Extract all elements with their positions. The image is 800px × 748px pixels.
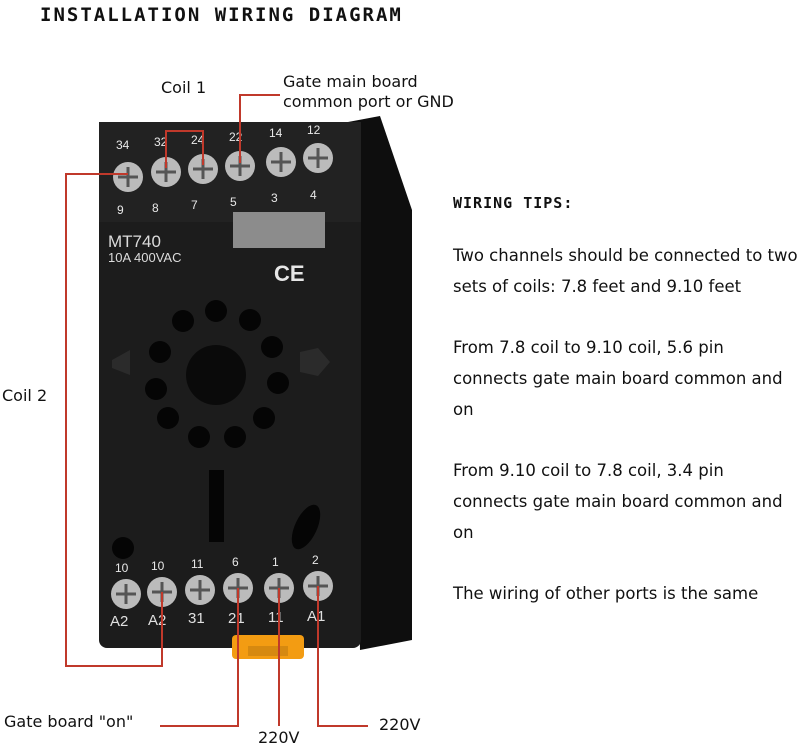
pin-9: 9: [117, 203, 124, 217]
gate-common-wire: [239, 94, 280, 163]
coil2-wire: [65, 173, 163, 667]
gate-common-label: Gate main board common port or GND: [283, 72, 454, 112]
terminal-a2b: A2: [148, 612, 166, 629]
gate-on-wire: [160, 588, 239, 727]
terminal-21: 21: [228, 610, 245, 627]
tip-paragraph: From 9.10 coil to 7.8 coil, 3.4 pin conn…: [453, 461, 783, 542]
pin-7: 7: [191, 198, 198, 212]
pin-5: 5: [230, 195, 237, 209]
terminal-11: 11: [268, 609, 284, 626]
220v-right-label: 220V: [379, 715, 421, 734]
gate-common-label-line2: common port or GND: [283, 92, 454, 111]
gate-on-label: Gate board "on": [4, 712, 134, 731]
terminal-31: 31: [188, 610, 205, 627]
wiring-tips-heading: WIRING TIPS:: [453, 194, 574, 212]
tip-paragraph: Two channels should be connected to two …: [453, 246, 798, 296]
pin-2: 2: [312, 553, 319, 567]
coil2-label: Coil 2: [2, 386, 48, 405]
coil1-wire: [165, 130, 204, 168]
pin-3: 3: [271, 191, 278, 205]
pin-10b: 10: [151, 559, 165, 573]
label-plate: [233, 212, 325, 248]
220v-left-label: 220V: [258, 728, 300, 747]
220v-right-wire: [317, 586, 368, 727]
terminal-a1: A1: [307, 608, 325, 625]
pin-1: 1: [272, 555, 279, 569]
bottom-pin-labels: 10 10 11 6 1 2: [115, 553, 319, 575]
terminal-34: 34: [116, 138, 130, 152]
wiring-lines: [65, 94, 368, 727]
top-pin-labels: 9 8 7 5 3 4: [117, 188, 317, 217]
page-title: INSTALLATION WIRING DIAGRAM: [40, 4, 403, 26]
rating-label: 10A 400VAC: [108, 250, 181, 265]
gate-common-label-line1: Gate main board: [283, 72, 418, 91]
model-label: MT740: [108, 232, 161, 251]
pin-8: 8: [152, 201, 159, 215]
terminal-32: 32: [154, 135, 168, 149]
relay-socket-body: [99, 116, 412, 659]
tip-paragraph: From 7.8 coil to 9.10 coil, 5.6 pin conn…: [453, 338, 783, 419]
terminal-12: 12: [307, 123, 321, 137]
terminal-24: 24: [191, 133, 205, 147]
terminal-14: 14: [269, 126, 283, 140]
pin-6: 6: [232, 555, 239, 569]
pin-4: 4: [310, 188, 317, 202]
coil1-label: Coil 1: [161, 78, 207, 97]
terminal-a2a: A2: [110, 613, 128, 630]
ce-mark: CE: [274, 261, 305, 286]
pin-10a: 10: [115, 561, 129, 575]
socket-holes: [112, 300, 321, 559]
wiring-tips: Two channels should be connected to two …: [453, 240, 798, 639]
pin-11: 11: [191, 557, 204, 571]
top-terminal-labels: 34 32 24 22 14 12: [116, 123, 321, 152]
tip-paragraph: The wiring of other ports is the same: [453, 584, 759, 603]
